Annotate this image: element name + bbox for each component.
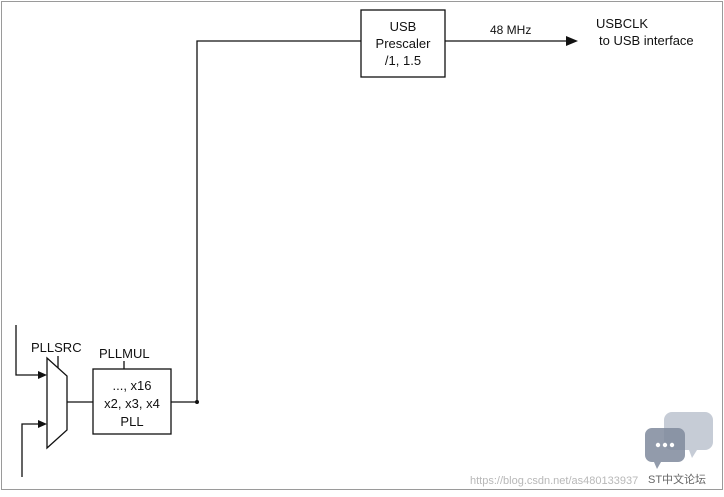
junction-dot	[195, 400, 199, 404]
usb-prescaler-line-1: USB	[390, 19, 417, 34]
pll-box	[92, 368, 172, 435]
pll-to-usb-prescaler-wire	[171, 40, 361, 403]
mux-input-1-wire	[15, 325, 41, 376]
watermark-logo-text: ST中文论坛	[648, 472, 706, 486]
pll-line-3: PLL	[120, 414, 143, 429]
usb-prescaler-box	[360, 9, 446, 78]
pllsrc-mux	[46, 356, 68, 450]
pll-line-1: ..., x16	[112, 378, 151, 393]
chat-dot	[662, 442, 668, 448]
watermark-url: https://blog.csdn.net/as480133937	[470, 475, 638, 487]
pll-line-2: x2, x3, x4	[104, 396, 160, 411]
usb-frequency-label: 48 MHz	[490, 23, 531, 37]
forum-logo	[645, 412, 713, 469]
chat-dot	[669, 442, 675, 448]
usbclk-arrowhead	[566, 36, 578, 46]
usb-prescaler-line-3: /1, 1.5	[385, 53, 421, 68]
mux-input-2-wire	[21, 423, 41, 477]
usb-interface-label: to USB interface	[599, 33, 694, 48]
mux-input-2-arrowhead	[38, 420, 47, 428]
mux-input-1-arrowhead	[38, 371, 47, 379]
pllsrc-label: PLLSRC	[31, 340, 82, 355]
chat-bubble-back-icon	[645, 428, 685, 469]
pllmul-label: PLLMUL	[99, 346, 150, 361]
chat-dot	[655, 442, 661, 448]
usbclk-label: USBCLK	[596, 16, 648, 31]
usb-prescaler-line-2: Prescaler	[376, 36, 432, 51]
